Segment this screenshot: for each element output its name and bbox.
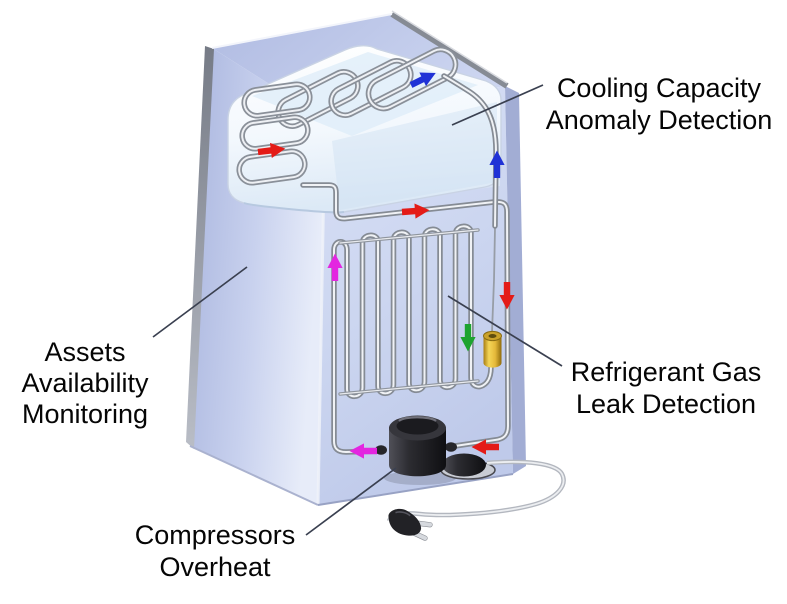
plug-body <box>388 508 422 536</box>
label-line: Anomaly Detection <box>545 105 773 135</box>
evaporator-front-coils <box>236 81 313 186</box>
cabinet-bottom-back-edge <box>317 473 514 506</box>
compressor-left-port <box>375 445 387 455</box>
label-cooling-capacity: Cooling Capacity Anomaly Detection <box>529 72 787 136</box>
plug-highlight <box>395 511 411 517</box>
label-line: Leak Detection <box>575 389 757 419</box>
label-line: Availability <box>21 368 149 398</box>
label-line: Overheat <box>159 552 271 582</box>
arrow-right-pipe-red <box>499 282 515 310</box>
capillary-tube <box>491 227 496 333</box>
compressor-right-port <box>445 442 457 452</box>
cabinet-top-left-edge <box>211 13 393 49</box>
arrow-top-coil-blue <box>409 72 436 88</box>
cabinet-left-edge-strip <box>186 46 214 449</box>
compressor-highlight <box>398 416 437 422</box>
evaporator-front-tint <box>332 102 497 210</box>
label-refrigerant-gas: Refrigerant Gas Leak Detection <box>536 356 787 420</box>
cabinet-right-sliver <box>505 86 526 474</box>
filter-drier <box>483 330 502 368</box>
leader-cooling <box>451 84 544 126</box>
power-plug <box>388 508 433 541</box>
arrow-top-pipe-red <box>401 203 430 219</box>
compressor <box>375 415 496 480</box>
arrow-left-pipe-magenta <box>327 253 343 281</box>
label-line: Monitoring <box>21 399 149 429</box>
compressor-dome <box>396 417 439 435</box>
arrow-riser-blue <box>489 150 505 178</box>
arrow-discharge-magenta <box>349 443 377 459</box>
leader-compressors <box>305 467 397 536</box>
arrow-drier-green <box>460 324 476 352</box>
cabinet-bottom-left-edge <box>189 445 319 506</box>
flow-arrows <box>257 72 515 459</box>
label-assets-availability: Assets Availability Monitoring <box>0 337 170 430</box>
leader-lines <box>152 84 563 536</box>
evaporator-feed-pipe <box>441 73 499 229</box>
start-relay <box>442 453 486 477</box>
label-compressors-overheat: Compressors Overheat <box>95 519 335 583</box>
leader-assets <box>152 266 248 338</box>
cabinet-top-rim-highlight <box>391 10 508 84</box>
leader-refrigerant <box>447 295 563 367</box>
label-line: Refrigerant Gas <box>570 357 762 387</box>
condenser-grid <box>331 223 494 455</box>
label-line: Cooling Capacity <box>556 73 762 103</box>
label-line: Compressors <box>134 520 296 550</box>
label-line: Assets <box>44 337 126 367</box>
arrow-evaporator-red <box>257 142 286 158</box>
arrow-bottom-red <box>471 439 499 455</box>
